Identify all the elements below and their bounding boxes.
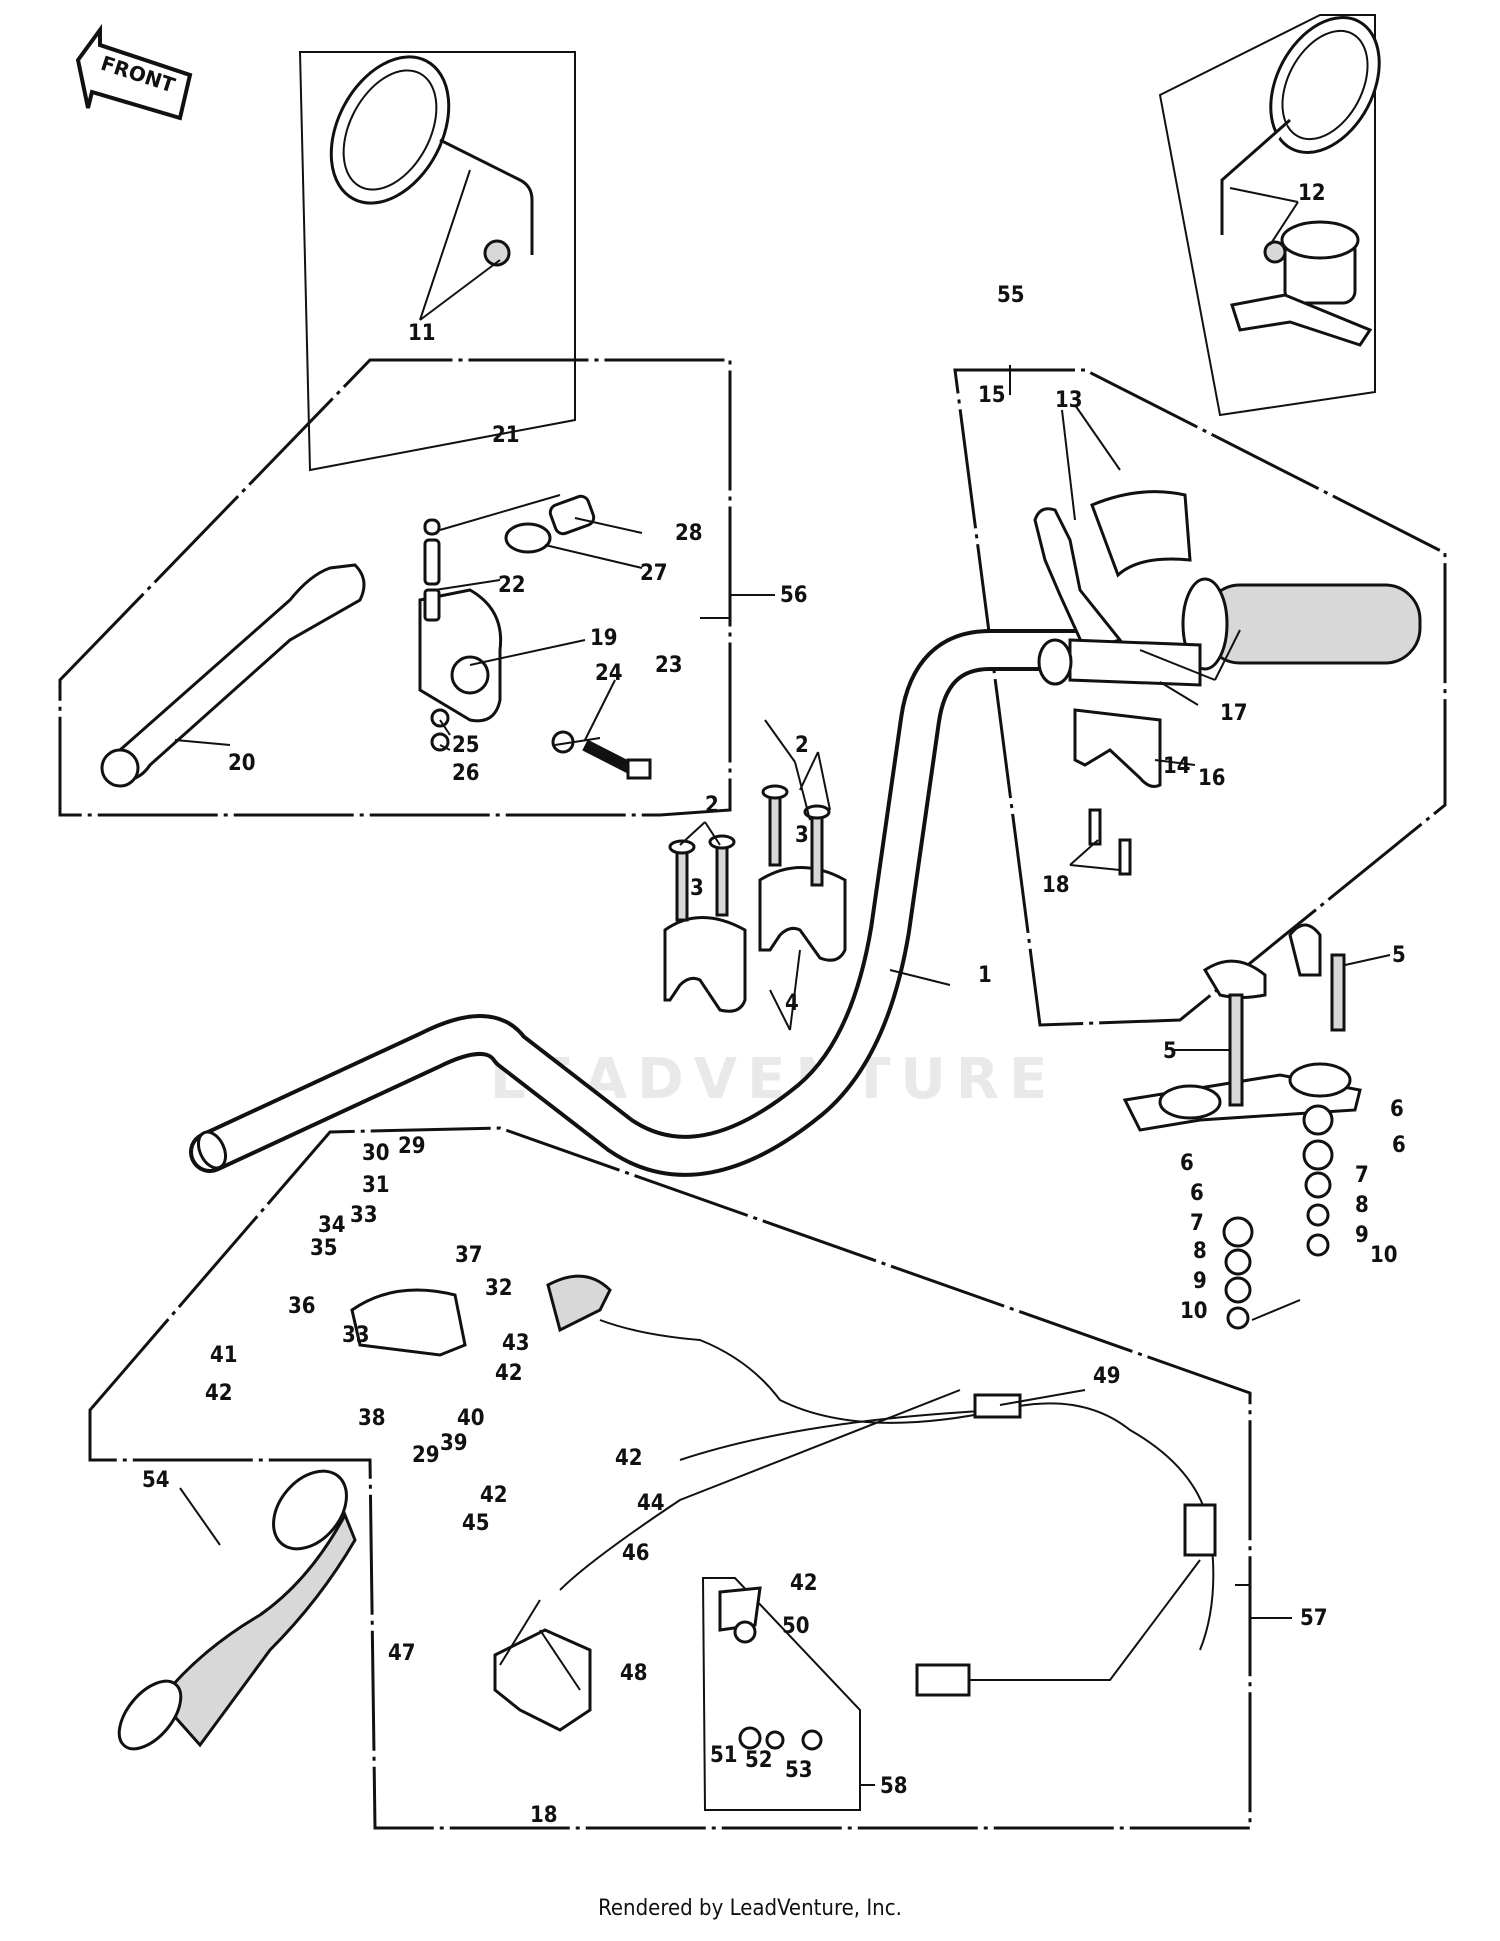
callouts: 1 2 2 3 3 4 5 5 6 6 6 6 7 7 8 8 9 9 10 1… <box>142 181 1406 1828</box>
callout-28: 28 <box>675 521 703 546</box>
callout-27: 27 <box>640 561 668 586</box>
throttle-assembly <box>1033 490 1422 876</box>
callout-8: 8 <box>1355 1193 1369 1218</box>
callout-9: 9 <box>1193 1269 1207 1294</box>
callout-48: 48 <box>620 1661 648 1686</box>
callout-6: 6 <box>1392 1133 1406 1158</box>
callout-6: 6 <box>1390 1097 1404 1122</box>
callout-39: 39 <box>440 1431 468 1456</box>
callout-6: 6 <box>1180 1151 1194 1176</box>
callout-17: 17 <box>1220 701 1248 726</box>
callout-42: 42 <box>615 1446 643 1471</box>
callout-21: 21 <box>492 423 520 448</box>
handlebar-clamps <box>663 784 847 1013</box>
callout-25: 25 <box>452 733 480 758</box>
mirror-left-panel <box>298 51 576 472</box>
callout-11: 11 <box>408 321 436 346</box>
callout-7: 7 <box>1190 1211 1204 1236</box>
leader-lines <box>174 169 1391 1829</box>
callout-2: 2 <box>705 793 719 818</box>
callout-52: 52 <box>745 1748 773 1773</box>
callout-3: 3 <box>690 876 704 901</box>
callout-42: 42 <box>790 1571 818 1596</box>
callout-42: 42 <box>495 1361 523 1386</box>
callout-42: 42 <box>205 1381 233 1406</box>
callout-5: 5 <box>1392 943 1406 968</box>
callout-38: 38 <box>358 1406 386 1431</box>
mirror-right-panel <box>1158 14 1376 417</box>
callout-29: 29 <box>398 1134 426 1159</box>
callout-31: 31 <box>362 1173 390 1198</box>
callout-51: 51 <box>710 1743 738 1768</box>
callout-49: 49 <box>1093 1364 1121 1389</box>
callout-43: 43 <box>502 1331 530 1356</box>
callout-13: 13 <box>1055 388 1083 413</box>
callout-3: 3 <box>795 823 809 848</box>
callout-16: 16 <box>1198 766 1226 791</box>
callout-6: 6 <box>1190 1181 1204 1206</box>
right-mirror <box>1220 16 1381 347</box>
callout-54: 54 <box>142 1468 170 1493</box>
callout-12: 12 <box>1298 181 1326 206</box>
callout-33: 33 <box>350 1203 378 1228</box>
callout-46: 46 <box>622 1541 650 1566</box>
clutch-lever-panel <box>58 358 732 817</box>
callout-58: 58 <box>880 1774 908 1799</box>
callout-10: 10 <box>1180 1299 1208 1324</box>
callout-22: 22 <box>498 573 526 598</box>
switch-housing-panel <box>88 1126 1252 1830</box>
callout-33: 33 <box>342 1323 370 1348</box>
front-arrow-icon: FRONT <box>75 23 193 121</box>
callout-2: 2 <box>795 733 809 758</box>
footer-credit: Rendered by LeadVenture, Inc. <box>598 1896 902 1921</box>
callout-19: 19 <box>590 626 618 651</box>
callout-9: 9 <box>1355 1223 1369 1248</box>
callout-23: 23 <box>655 653 683 678</box>
callout-18: 18 <box>530 1803 558 1828</box>
callout-26: 26 <box>452 761 480 786</box>
callout-50: 50 <box>782 1614 810 1639</box>
switch-housing-parts <box>117 1274 1217 1751</box>
callout-36: 36 <box>288 1294 316 1319</box>
callout-35: 35 <box>310 1236 338 1261</box>
callout-20: 20 <box>228 751 256 776</box>
callout-44: 44 <box>637 1491 665 1516</box>
callout-41: 41 <box>210 1343 238 1368</box>
callout-10: 10 <box>1370 1243 1398 1268</box>
callout-5: 5 <box>1163 1039 1177 1064</box>
callout-14: 14 <box>1163 754 1191 779</box>
callout-15: 15 <box>978 383 1006 408</box>
callout-18: 18 <box>1042 873 1070 898</box>
callout-56: 56 <box>780 583 808 608</box>
callout-7: 7 <box>1355 1163 1369 1188</box>
callout-29: 29 <box>412 1443 440 1468</box>
callout-45: 45 <box>462 1511 490 1536</box>
callout-40: 40 <box>457 1406 485 1431</box>
callout-4: 4 <box>785 991 799 1016</box>
callout-30: 30 <box>362 1141 390 1166</box>
callout-57: 57 <box>1300 1606 1328 1631</box>
bulb-group-panel <box>701 1577 861 1811</box>
handlebar <box>189 629 1101 1177</box>
throttle-panel <box>953 368 1447 1027</box>
left-mirror <box>329 55 534 267</box>
group-tag-lines <box>730 594 1292 1786</box>
steering-stem-parts <box>1122 923 1362 1330</box>
callout-47: 47 <box>388 1641 416 1666</box>
callout-37: 37 <box>455 1243 483 1268</box>
callout-32: 32 <box>485 1276 513 1301</box>
callout-53: 53 <box>785 1758 813 1783</box>
clutch-lever-assembly <box>100 494 652 788</box>
callout-34: 34 <box>318 1213 346 1238</box>
callout-24: 24 <box>595 661 623 686</box>
callout-1: 1 <box>978 963 992 988</box>
callout-8: 8 <box>1193 1239 1207 1264</box>
callout-42: 42 <box>480 1483 508 1508</box>
callout-55: 55 <box>997 283 1025 308</box>
